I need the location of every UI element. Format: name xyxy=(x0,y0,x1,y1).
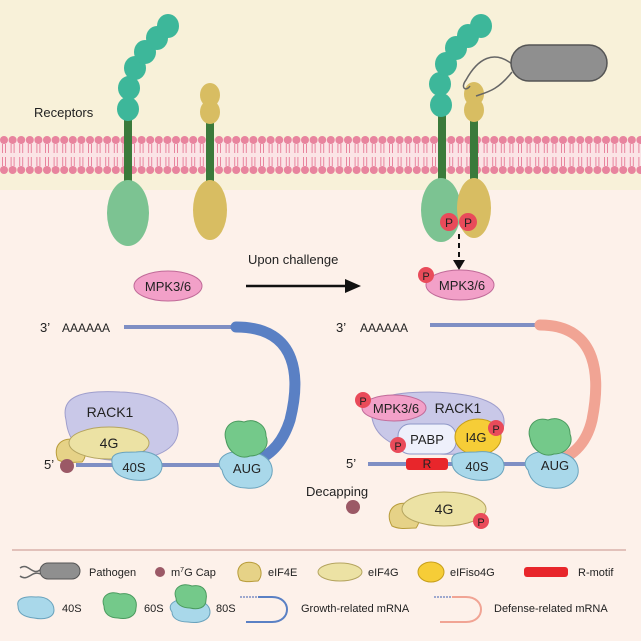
svg-text:MPK3/6: MPK3/6 xyxy=(373,401,419,416)
legend-defense-mrna: Defense-related mRNA xyxy=(434,596,608,623)
legend-40s: 40S xyxy=(17,596,82,620)
svg-text:P: P xyxy=(422,271,429,283)
svg-text:P: P xyxy=(359,396,366,408)
svg-text:P: P xyxy=(394,441,401,453)
activation-arrow xyxy=(453,234,465,270)
legend-eifiso4g: eIFiso4G xyxy=(417,561,495,583)
svg-text:4G: 4G xyxy=(100,435,119,451)
svg-text:eIFiso4G: eIFiso4G xyxy=(450,567,495,579)
svg-text:80S: 80S xyxy=(216,603,236,615)
cell-membrane xyxy=(0,136,641,174)
released-eif4e-4g: 4G P xyxy=(388,491,489,529)
svg-text:I4G: I4G xyxy=(466,430,487,445)
legend-m7g-cap: m7G Cap xyxy=(155,567,216,579)
receptor-left-gold xyxy=(193,83,227,240)
legend-pathogen: Pathogen xyxy=(19,562,136,580)
legend-growth-mrna: Growth-related mRNA xyxy=(240,596,410,623)
released-cap xyxy=(346,500,360,514)
legend-80s: 80S xyxy=(169,584,236,623)
pathogen-icon xyxy=(462,44,608,97)
legend: Pathogen m7G Cap eIF4E eIF4G eIFiso4G R-… xyxy=(17,561,614,623)
receptor-left-teal xyxy=(107,14,179,246)
svg-text:MPK3/6: MPK3/6 xyxy=(145,279,191,294)
svg-text:PABP: PABP xyxy=(410,432,444,447)
svg-text:RACK1: RACK1 xyxy=(435,400,482,416)
eifiso4g-right: I4G P xyxy=(454,418,504,456)
challenge-arrow xyxy=(246,279,361,293)
svg-text:3’: 3’ xyxy=(40,320,50,335)
svg-text:eIF4G: eIF4G xyxy=(368,567,399,579)
svg-text:MPK3/6: MPK3/6 xyxy=(439,278,485,293)
phospho-receptor-2: P xyxy=(459,213,477,231)
decapping-label: Decapping xyxy=(306,484,368,499)
upon-challenge-label: Upon challenge xyxy=(248,252,338,267)
r-motif-right: R xyxy=(406,457,448,471)
svg-text:4G: 4G xyxy=(435,501,454,517)
receptors-label: Receptors xyxy=(34,105,94,120)
legend-60s: 60S xyxy=(102,592,164,619)
svg-text:P: P xyxy=(464,216,472,230)
svg-text:eIF4E: eIF4E xyxy=(268,567,297,579)
eif4g-left: 4G xyxy=(68,426,150,460)
receptor-right-teal xyxy=(421,14,492,242)
legend-eif4g: eIF4G xyxy=(317,562,399,582)
legend-eif4e: eIF4E xyxy=(237,561,297,583)
svg-text:AUG: AUG xyxy=(233,461,261,476)
svg-text:40S: 40S xyxy=(465,459,488,474)
svg-text:R: R xyxy=(423,457,432,471)
ribosome-80s-left: AUG xyxy=(218,420,273,489)
svg-text:P: P xyxy=(492,424,499,436)
svg-text:40S: 40S xyxy=(62,603,82,615)
ribosome-40s-left: 40S xyxy=(111,451,163,481)
svg-text:R-motif: R-motif xyxy=(578,567,614,579)
svg-text:m7G Cap: m7G Cap xyxy=(171,567,216,579)
phospho-receptor-1: P xyxy=(440,213,458,231)
ribosome-40s-right: 40S xyxy=(451,451,505,481)
svg-text:60S: 60S xyxy=(144,603,164,615)
legend-r-motif: R-motif xyxy=(524,567,614,579)
svg-text:40S: 40S xyxy=(122,460,145,475)
svg-text:Growth-related mRNA: Growth-related mRNA xyxy=(301,603,410,615)
mpk-left: MPK3/6 xyxy=(133,270,203,302)
svg-text:Defense-related mRNA: Defense-related mRNA xyxy=(494,603,608,615)
svg-text:P: P xyxy=(477,517,484,529)
svg-text:RACK1: RACK1 xyxy=(87,404,134,420)
svg-text:Pathogen: Pathogen xyxy=(89,567,136,579)
ribosome-80s-right: AUG xyxy=(524,418,579,489)
svg-text:5’: 5’ xyxy=(346,456,356,471)
svg-text:AAAAAA: AAAAAA xyxy=(62,321,110,335)
svg-text:P: P xyxy=(445,216,453,230)
mpk-right: MPK3/6 P xyxy=(418,267,495,301)
m7g-cap-left xyxy=(60,459,74,473)
svg-text:AUG: AUG xyxy=(541,458,569,473)
mpk-bound-right: MPK3/6 P xyxy=(355,392,427,422)
svg-text:5’: 5’ xyxy=(44,457,54,472)
pabp-right: PABP P xyxy=(390,423,457,455)
svg-text:AAAAAA: AAAAAA xyxy=(360,321,408,335)
svg-text:3’: 3’ xyxy=(336,320,346,335)
